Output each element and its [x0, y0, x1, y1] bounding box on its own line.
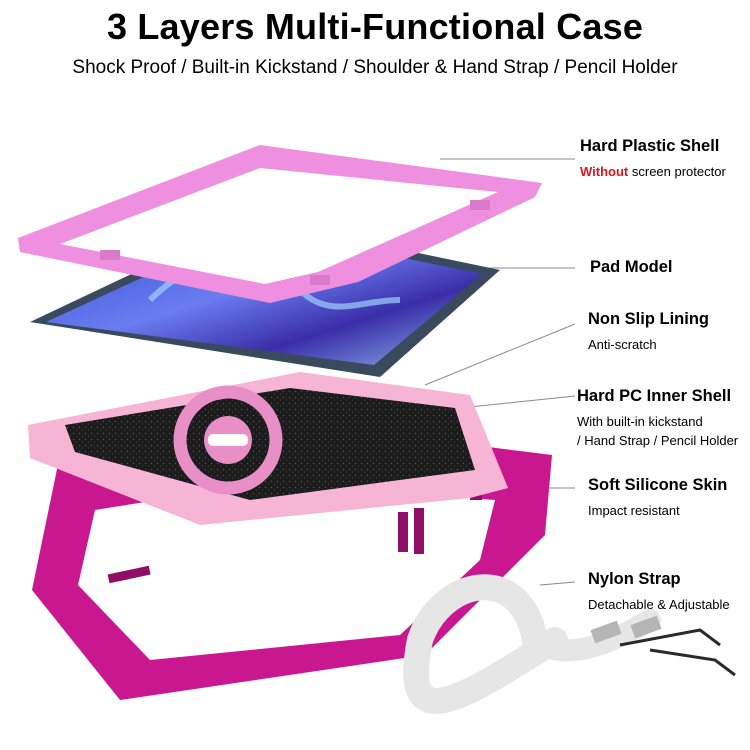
hard-pc-inner-shell: [28, 372, 508, 525]
label-non-slip-lining: Non Slip Lining Anti-scratch: [588, 310, 709, 354]
label-hard-pc-inner-shell: Hard PC Inner Shell With built-in kickst…: [577, 387, 738, 450]
label-desc-line2: / Hand Strap / Pencil Holder: [577, 433, 739, 448]
label-nylon-strap: Nylon Strap Detachable & Adjustable: [588, 570, 730, 614]
label-title: Hard Plastic Shell: [580, 137, 720, 155]
page-title: 3 Layers Multi-Functional Case: [106, 6, 644, 47]
label-soft-silicone-skin: Soft Silicone Skin Impact resistant: [588, 476, 727, 520]
label-desc: Without screen protector: [580, 162, 726, 181]
label-desc: Anti-scratch: [588, 337, 657, 352]
label-title: Hard PC Inner Shell: [577, 387, 732, 405]
label-desc: Impact resistant: [588, 503, 680, 518]
label-hard-plastic-shell: Hard Plastic Shell Without screen protec…: [580, 137, 726, 181]
label-desc-text: screen protector: [628, 164, 726, 179]
label-title: Soft Silicone Skin: [588, 476, 728, 494]
label-title: Nylon Strap: [588, 570, 681, 588]
highlight-text: Without: [580, 164, 629, 179]
label-title: Pad Model: [590, 258, 673, 276]
label-desc: With built-in kickstand / Hand Strap / P…: [577, 412, 738, 450]
hard-plastic-shell: [18, 145, 542, 303]
label-desc: Detachable & Adjustable: [588, 597, 730, 612]
label-pad-model: Pad Model: [590, 258, 673, 277]
label-desc-line1: With built-in kickstand: [577, 414, 703, 429]
label-title: Non Slip Lining: [588, 310, 709, 328]
page-subtitle: Shock Proof / Built-in Kickstand / Shoul…: [72, 57, 678, 78]
nylon-strap: [403, 574, 736, 714]
